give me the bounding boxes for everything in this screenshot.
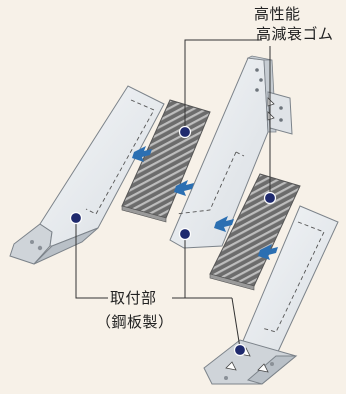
bracket-label-line1: 取付部 [110,289,157,307]
rubber-label-line1: 高性能 [254,5,301,23]
right-bracket [203,205,339,385]
bracket-label-line2: （鋼板製） [96,313,174,331]
double-arrow-icon [132,146,278,260]
rubber-label-line2: 高減衰ゴム [256,25,334,43]
pointer-dot-icon [69,125,277,357]
rubber-pad-2 [209,173,301,291]
center-plate [169,55,293,249]
left-bracket [9,85,165,265]
leader-lines [75,39,271,349]
